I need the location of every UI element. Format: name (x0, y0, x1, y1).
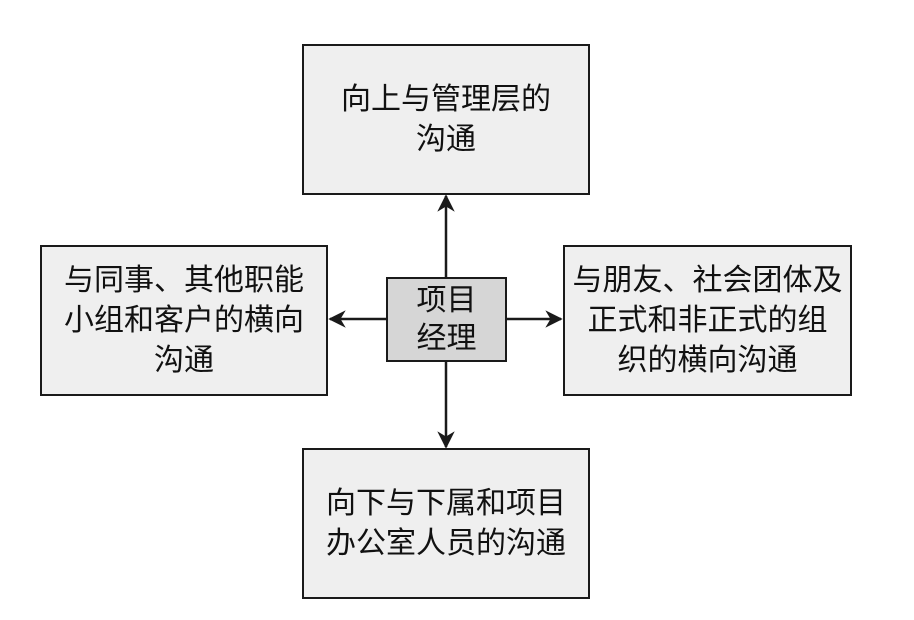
lateral-external-communication-line-2: 正式和非正式的组 (587, 302, 828, 338)
downward-communication-text: 向下与下属和项目 办公室人员的沟通 (326, 484, 566, 564)
lateral-internal-communication-line-1: 与同事、其他职能 (64, 262, 304, 298)
downward-communication-line-1: 向下与下属和项目 (326, 485, 566, 521)
lateral-internal-communication-box: 与同事、其他职能 小组和客户的横向 沟通 (40, 245, 328, 396)
project-manager-text: 项目 经理 (417, 282, 477, 358)
project-manager-line-1: 项目 (416, 282, 477, 318)
upward-communication-line-1: 向上与管理层的 (341, 81, 551, 117)
lateral-internal-communication-text: 与同事、其他职能 小组和客户的横向 沟通 (64, 261, 304, 381)
downward-communication-line-2: 办公室人员的沟通 (326, 525, 566, 561)
lateral-internal-communication-line-2: 小组和客户的横向 (64, 302, 304, 338)
lateral-external-communication-line-3: 织的横向沟通 (617, 342, 798, 378)
downward-communication-box: 向下与下属和项目 办公室人员的沟通 (302, 448, 590, 599)
lateral-external-communication-line-1: 与朋友、社会团体及 (572, 262, 843, 298)
upward-communication-line-2: 沟通 (416, 121, 476, 157)
upward-communication-box: 向上与管理层的 沟通 (302, 44, 590, 195)
lateral-external-communication-box: 与朋友、社会团体及 正式和非正式的组 织的横向沟通 (563, 245, 852, 396)
lateral-internal-communication-line-3: 沟通 (154, 342, 214, 378)
upward-communication-text: 向上与管理层的 沟通 (341, 80, 551, 160)
lateral-external-communication-text: 与朋友、社会团体及 正式和非正式的组 织的横向沟通 (573, 261, 843, 381)
project-manager-box: 项目 经理 (386, 277, 507, 362)
project-manager-line-2: 经理 (416, 320, 477, 356)
